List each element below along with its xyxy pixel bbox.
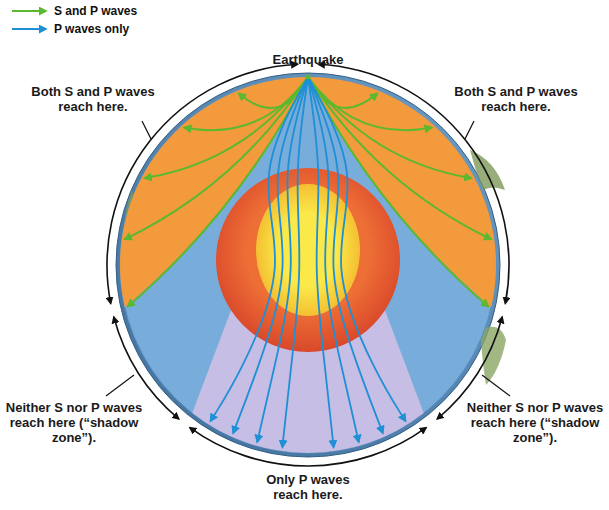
- epicenter-label: Earthquake: [258, 52, 358, 67]
- p-ray: [308, 77, 334, 447]
- legend-sample: [12, 10, 46, 12]
- s-p-ray: [308, 77, 471, 178]
- leader-line: [482, 375, 510, 396]
- leader-line: [142, 121, 151, 139]
- zone-label: Both S and P waves reach here.: [28, 84, 158, 114]
- epicenter: [306, 75, 311, 80]
- range-arc: [107, 64, 297, 303]
- legend-text: P waves only: [54, 22, 129, 36]
- legend-text: S and P waves: [54, 4, 137, 18]
- leader-line: [465, 121, 474, 139]
- range-arc: [190, 428, 426, 466]
- mantle: [120, 77, 496, 453]
- shadow-zone-label: Neither S nor P waves reach here (“shado…: [4, 400, 144, 445]
- p-ray: [233, 77, 308, 433]
- p-ray: [308, 77, 406, 421]
- shadow-zone-label: Neither S nor P waves reach here (“shado…: [465, 400, 605, 445]
- legend-sample: [12, 28, 46, 30]
- earth-surface: [116, 73, 500, 457]
- s-p-ray: [145, 77, 308, 178]
- range-arc: [319, 64, 509, 303]
- zone-label: Only P waves reach here.: [248, 472, 368, 502]
- leader-line: [106, 375, 134, 396]
- zone-label: Both S and P waves reach here.: [451, 84, 581, 114]
- p-ray: [210, 77, 308, 421]
- inner-core: [256, 184, 360, 316]
- s-p-ray: [128, 77, 308, 307]
- s-p-ray: [308, 77, 488, 307]
- outer-core: [216, 168, 400, 352]
